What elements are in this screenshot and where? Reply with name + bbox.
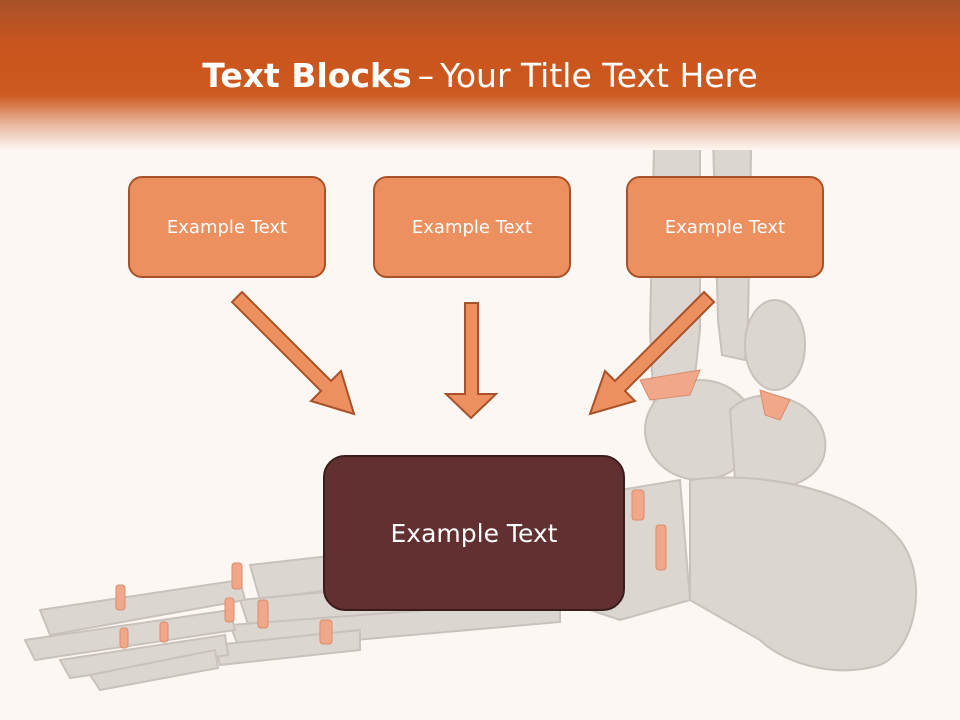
text-block-3-label: Example Text <box>664 216 786 238</box>
center-text-block-label: Example Text <box>390 518 558 548</box>
arrow-left-icon <box>230 290 356 416</box>
text-block-2-label: Example Text <box>411 216 533 238</box>
text-block-2[interactable]: Example Text <box>373 176 571 278</box>
text-block-1[interactable]: Example Text <box>128 176 326 278</box>
title-rest: Your Title Text Here <box>440 56 758 95</box>
text-block-1-label: Example Text <box>166 216 288 238</box>
arrow-down-icon <box>443 302 499 420</box>
title-header-band <box>0 0 960 150</box>
text-block-3[interactable]: Example Text <box>626 176 824 278</box>
center-text-block[interactable]: Example Text <box>323 455 625 611</box>
title-dash: – <box>417 56 435 95</box>
slide-title: Text Blocks–Your Title Text Here <box>0 54 960 98</box>
arrow-right-icon <box>588 290 716 416</box>
title-bold-part: Text Blocks <box>202 56 412 95</box>
